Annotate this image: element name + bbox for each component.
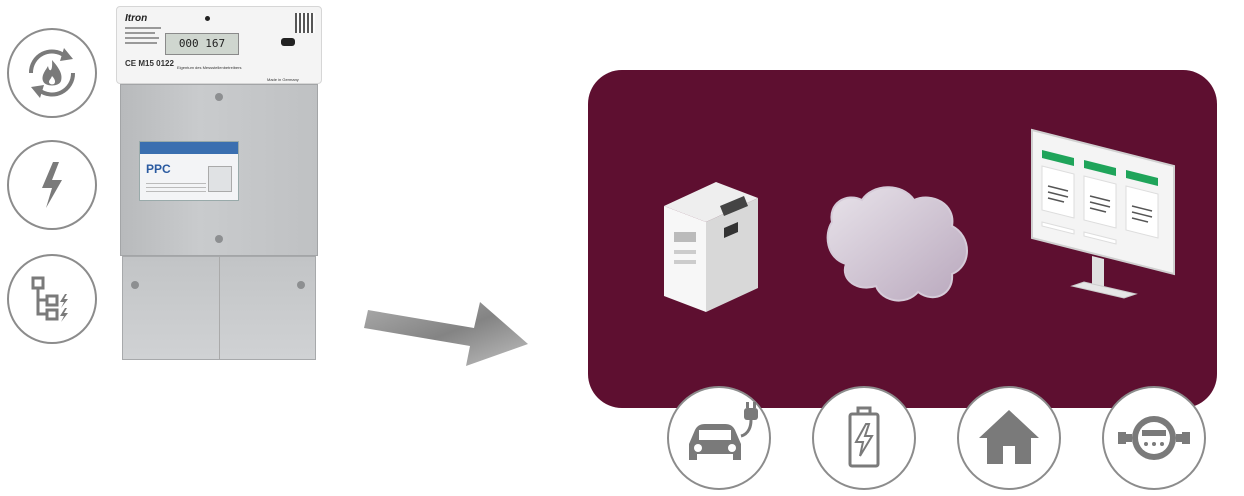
system-panel	[588, 70, 1217, 408]
screw-top	[215, 93, 223, 101]
optical-port	[281, 38, 295, 46]
terminal-screw-right	[297, 281, 305, 289]
meter-display: 000 167	[165, 33, 239, 55]
gateway-device	[658, 176, 762, 316]
battery-icon	[812, 386, 916, 490]
ev-charging-car-icon	[667, 386, 771, 490]
meter-spec-lines	[125, 27, 161, 44]
tariff-label: Eigentum des Messstellenbetreibers	[177, 65, 241, 71]
grid-network-icon	[7, 254, 97, 344]
module-brand: PPC	[146, 162, 171, 176]
lightning-icon	[7, 140, 97, 230]
screw-bottom	[215, 235, 223, 243]
electricity-meter: Itron CE M15 0122 000 167 Eigentum des M…	[116, 6, 322, 362]
home-icon	[957, 386, 1061, 490]
cloud	[822, 182, 974, 306]
water-meter-icon	[1102, 386, 1206, 490]
transition-arrow	[362, 282, 532, 372]
module-label-lines	[146, 180, 206, 192]
display-reading: 000 167	[166, 34, 238, 54]
module-port	[208, 166, 232, 192]
qr-code	[295, 13, 315, 33]
terminal-seam	[219, 257, 220, 359]
ce-mark: CE M15 0122	[125, 59, 174, 68]
communication-module: PPC	[139, 141, 239, 201]
gas-heat-cycle-icon	[7, 28, 97, 118]
meter-terminal-cover	[122, 256, 316, 360]
dashboard-monitor	[1024, 126, 1184, 306]
meter-top-cover: Itron CE M15 0122 000 167 Eigentum des M…	[116, 6, 322, 84]
module-blue-strip	[140, 142, 238, 154]
terminal-screw-left	[131, 281, 139, 289]
made-in-label: Made in Germany	[267, 77, 299, 83]
meter-body: PPC	[120, 84, 318, 256]
meter-brand: Itron	[125, 13, 147, 24]
led-indicator	[205, 16, 210, 21]
